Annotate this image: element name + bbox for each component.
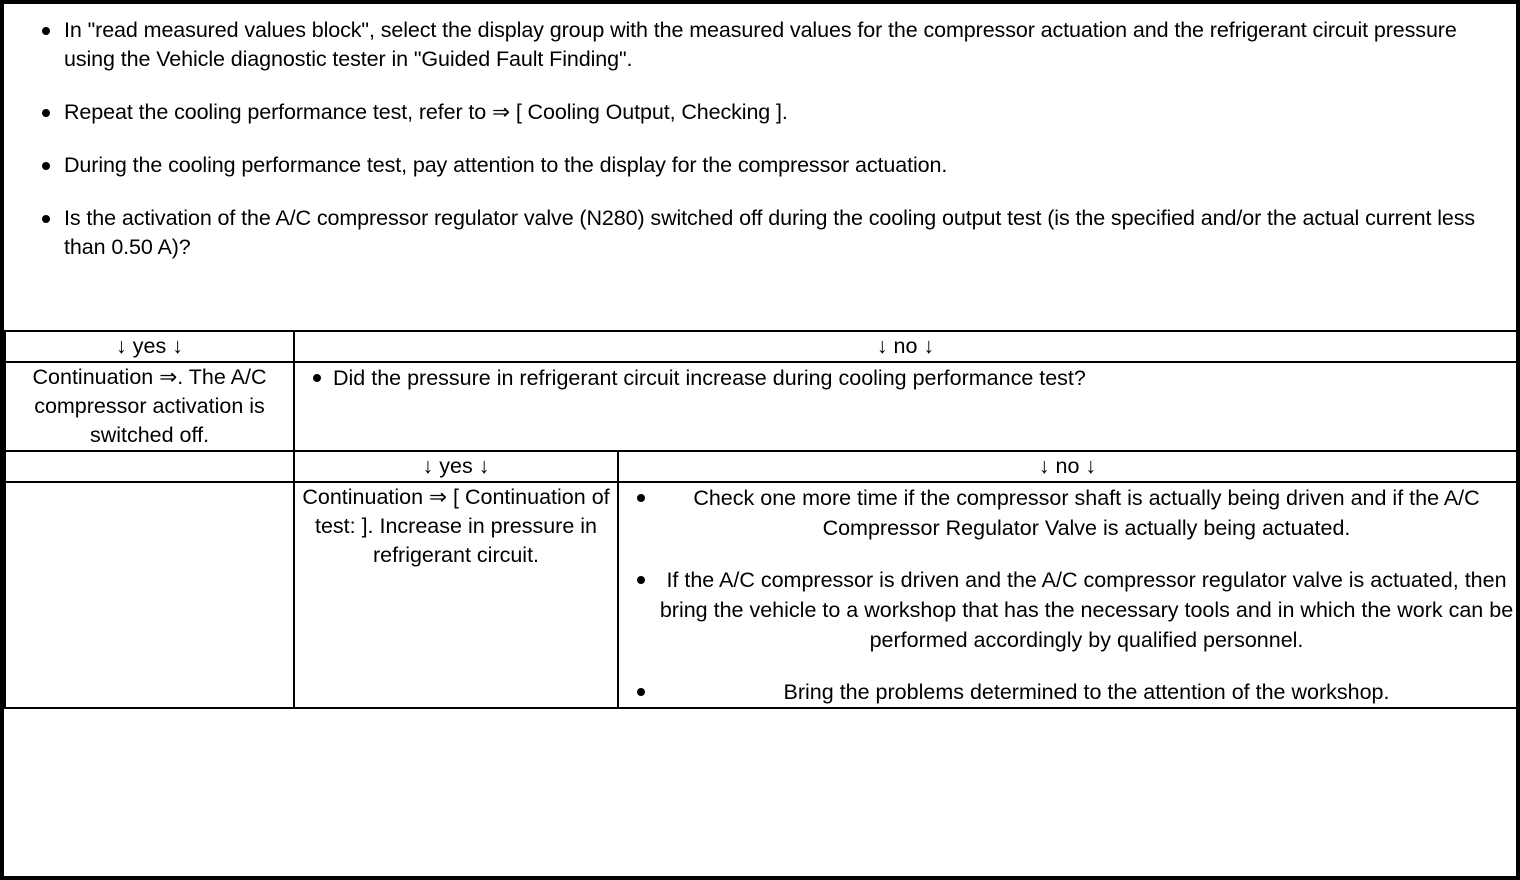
action-bullet-check-shaft: Check one more time if the compressor sh… — [619, 483, 1516, 543]
table-row: Continuation ⇒. The A/C compressor activ… — [4, 361, 1518, 452]
outcome-cell-compressor-off: Continuation ⇒. The A/C compressor activ… — [4, 361, 295, 452]
branch-header-no-1: ↓ no ↓ — [293, 330, 1518, 363]
question-bullet-pressure: Did the pressure in refrigerant circuit … — [295, 363, 1516, 393]
intro-bullet-list: In "read measured values block", select … — [18, 16, 1502, 262]
question-bullet-list: Did the pressure in refrigerant circuit … — [295, 363, 1516, 393]
spacer-cell-left-1 — [4, 450, 295, 483]
table-row: ↓ yes ↓ ↓ no ↓ — [4, 330, 1518, 363]
intro-bullet-block: In "read measured values block", select … — [4, 4, 1516, 330]
table-row: ↓ yes ↓ ↓ no ↓ — [4, 450, 1518, 483]
action-bullet-list: Check one more time if the compressor sh… — [619, 483, 1516, 707]
action-bullet-report-problems: Bring the problems determined to the att… — [619, 677, 1516, 707]
question-cell-pressure-increase: Did the pressure in refrigerant circuit … — [293, 361, 1518, 452]
outcome-cell-continuation-of-test: Continuation ⇒ [ Continuation of test: ]… — [293, 481, 619, 709]
branch-header-yes-1: ↓ yes ↓ — [4, 330, 295, 363]
intro-bullet-1: In "read measured values block", select … — [18, 16, 1502, 74]
intro-bullet-4: Is the activation of the A/C compressor … — [18, 204, 1502, 262]
branch-header-yes-2: ↓ yes ↓ — [293, 450, 619, 483]
decision-table: ↓ yes ↓ ↓ no ↓ Continuation ⇒. The A/C c… — [4, 330, 1518, 709]
spacer-cell-left-2 — [4, 481, 295, 709]
action-cell-workshop-instructions: Check one more time if the compressor sh… — [617, 481, 1518, 709]
table-row: Continuation ⇒ [ Continuation of test: ]… — [4, 481, 1518, 709]
intro-bullet-2: Repeat the cooling performance test, ref… — [18, 98, 1502, 127]
branch-header-no-2: ↓ no ↓ — [617, 450, 1518, 483]
action-bullet-bring-to-workshop: If the A/C compressor is driven and the … — [619, 565, 1516, 655]
intro-bullet-3: During the cooling performance test, pay… — [18, 151, 1502, 180]
